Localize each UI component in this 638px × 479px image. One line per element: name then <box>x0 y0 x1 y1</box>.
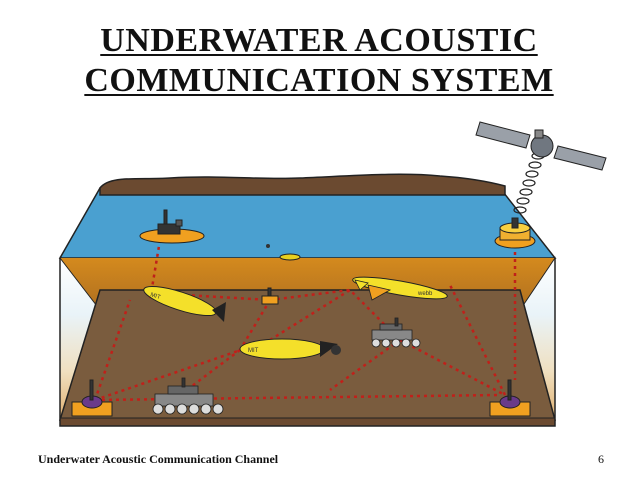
seafloor-node-center <box>261 287 279 305</box>
surface-ship <box>139 209 205 244</box>
auv-left: MIT <box>143 285 226 322</box>
auv-left-label: MIT <box>149 292 161 301</box>
water-surface <box>58 187 557 259</box>
slide-title-line1: UNDERWATER ACOUSTIC <box>100 22 538 59</box>
gateway-buoy <box>494 217 536 249</box>
seafloor-front-edge <box>59 417 556 427</box>
auv-center: MIT <box>239 338 341 360</box>
slide-title-line2: COMMUNICATION SYSTEM <box>84 62 554 99</box>
crawler-front <box>152 377 224 415</box>
crawler-right <box>371 317 421 348</box>
footer-text: Underwater Acoustic Communication Channe… <box>38 452 279 466</box>
shoreline-mud <box>99 173 506 196</box>
satellite-icon <box>475 121 607 171</box>
center-surface-float <box>279 253 301 261</box>
small-marker <box>266 244 270 248</box>
seafloor-node-right <box>489 379 531 417</box>
glider-label: webb <box>417 291 433 297</box>
radio-link-coil <box>513 152 545 214</box>
seafloor-node-left <box>71 379 113 417</box>
page-number: 6 <box>598 452 604 466</box>
tank-outline <box>59 258 556 427</box>
auv-center-label: MIT <box>248 348 259 354</box>
glider-webb: webb <box>352 276 448 301</box>
